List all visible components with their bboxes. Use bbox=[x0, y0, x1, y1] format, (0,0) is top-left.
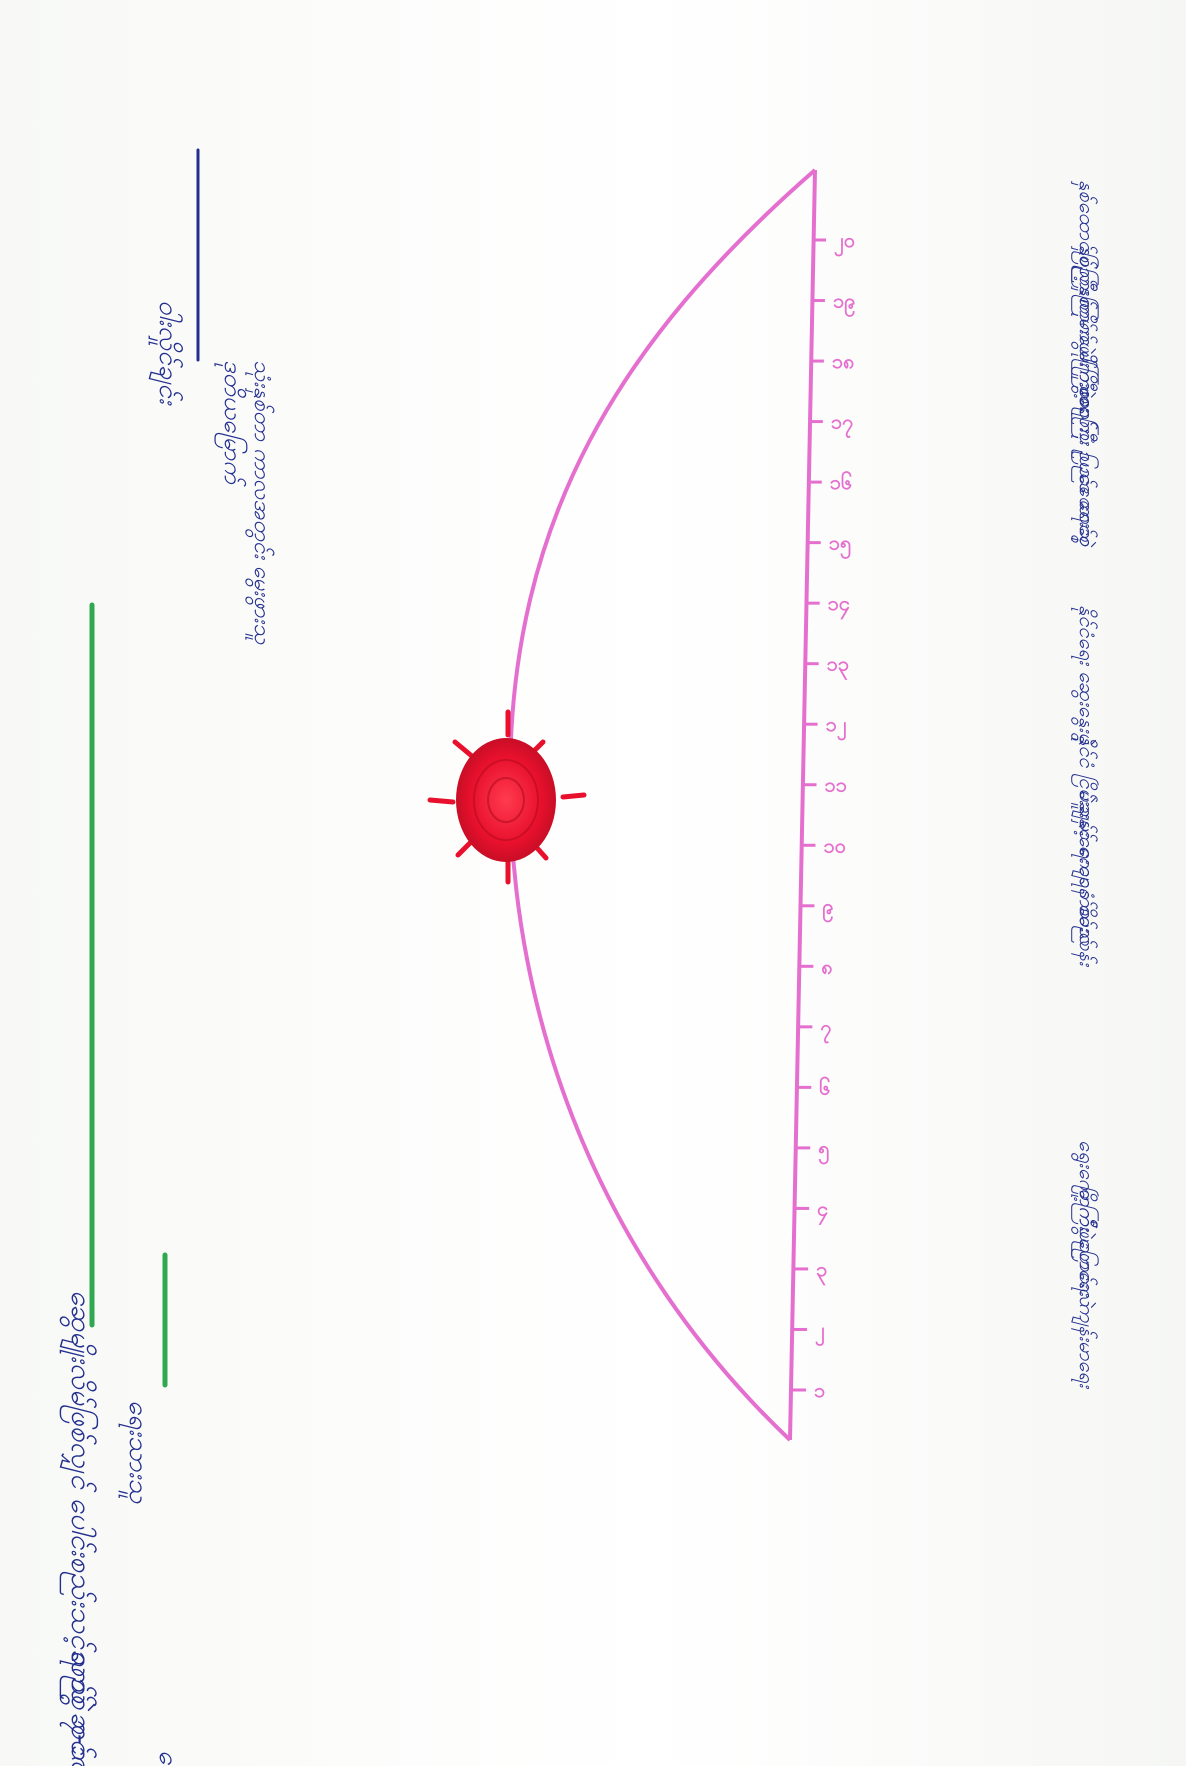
author-label-group: ရေးသားသူ bbox=[118, 1400, 153, 1504]
diagram-title: ဆွေမျိုးလိမ်ဖြစ်လျှင် ပေါင်းစည်းသင့်သည် … bbox=[59, 1290, 99, 1766]
timeline-annotation: နိုင်ငံ ငြိမ်းချမ်းရေး bbox=[1071, 735, 1099, 865]
timeline-annotation: တိုက်ပွဲ ကြိုးစား bbox=[1071, 302, 1099, 413]
timeline-annotation: နှစ်ကြီးကြမ်းပေါ် bbox=[1071, 245, 1099, 368]
timeline-annotation: ပညာရေး ကျန်းမာရေး bbox=[1071, 1230, 1099, 1390]
axis-tick-label: ၂ bbox=[815, 1317, 825, 1346]
timeline-annotations: နှစ်ထောင်ပြည့်နှစ်နှစ်ကြီးကြမ်းပေါ်တိုက်… bbox=[1071, 180, 1099, 1390]
axis-tick-label: ၁၈ bbox=[832, 349, 855, 373]
axis-tick-label: ၁၃ bbox=[827, 652, 850, 681]
axis-tick-label: ၈ bbox=[821, 954, 832, 978]
axis-tick-label: ၁ bbox=[814, 1378, 825, 1402]
title-group: ဆွေမျိုးလိမ်ဖြစ်လျှင် ပေါင်းစည်းသင့်သည် … bbox=[59, 1290, 99, 1766]
group-label: ဝါးလှိုင်ချင်း bbox=[148, 300, 183, 407]
author-label: ရေးသားသူ bbox=[118, 1400, 153, 1504]
timeline-annotation: မြို့ကြီး ပြောင်းလဲ bbox=[1071, 1185, 1099, 1309]
axis-tick-label: ၁၁ bbox=[825, 773, 848, 797]
axis-tick-label: ၃ bbox=[816, 1257, 827, 1286]
date-line-group: ရက်စွဲ ၇-၁၀-၂၀၁၀ bbox=[59, 1650, 98, 1766]
subject-label: လေ့လာမှု bbox=[148, 1750, 183, 1766]
time-axis-line bbox=[788, 169, 817, 1441]
axis-tick-label: ၁၉ bbox=[833, 289, 856, 318]
date-line: ရက်စွဲ ၇-၁၀-၂၀၁၀ bbox=[59, 1650, 98, 1766]
timeline-annotation: ရွေးကောက်ပွဲ bbox=[1071, 1140, 1099, 1240]
axis-tick-label: ၂၀ bbox=[834, 228, 855, 257]
axis-tick-label: ၁၇ bbox=[831, 410, 854, 439]
axis-tick-label: ၁၅ bbox=[829, 531, 852, 560]
axis-tick-label: ၁၄ bbox=[828, 591, 851, 620]
note-line-1: ဒုတိယမြောက် bbox=[214, 360, 248, 487]
timeline-annotation: ဖွဲ့စည်းပုံ ဥပဒေ ရေးဆွဲ bbox=[1071, 385, 1099, 548]
note-group: ဒုတိယမြောက် သုံးနှစ်တာ ကာလအတွင်း မွေးဖွာ… bbox=[214, 360, 275, 645]
axis-tick-label: ၇ bbox=[820, 1015, 831, 1044]
timeline-annotation: ရေနံ စိမ်းလန်း bbox=[1071, 865, 1099, 968]
axis-tick-label: ၁၀ bbox=[823, 833, 846, 857]
timeline-annotation: ပဲခူးနှင့် ကျောက်ဆည် bbox=[1071, 790, 1099, 948]
axis-tick-label: ၄ bbox=[817, 1196, 828, 1225]
axis-tick-label: ၁၆ bbox=[830, 470, 853, 494]
note-line-2: သုံးနှစ်တာ ကာလအတွင်း မွေးဖွားသူ bbox=[245, 360, 275, 645]
axis-tick-label: ၅ bbox=[818, 1136, 829, 1165]
axis-tick-label: ၆ bbox=[819, 1075, 830, 1099]
axis-tick-label: ၁၂ bbox=[826, 712, 847, 741]
timeline-annotation: မိုးကြီးရေကြီး ပြည်ထောင်စု bbox=[1071, 350, 1099, 547]
group-label-group: ဝါးလှိုင်ချင်း bbox=[148, 300, 183, 407]
timeline-annotation: နိုင်ငံရေး ဆွေးနွေးပွဲ bbox=[1071, 605, 1099, 746]
sun-icon bbox=[427, 709, 587, 885]
subject-label-group: လေ့လာမှု bbox=[148, 1750, 183, 1766]
axis-tick-label: ၉ bbox=[822, 894, 833, 923]
timeline-annotation: နှစ်ထောင်ပြည့်နှစ် bbox=[1071, 180, 1099, 310]
